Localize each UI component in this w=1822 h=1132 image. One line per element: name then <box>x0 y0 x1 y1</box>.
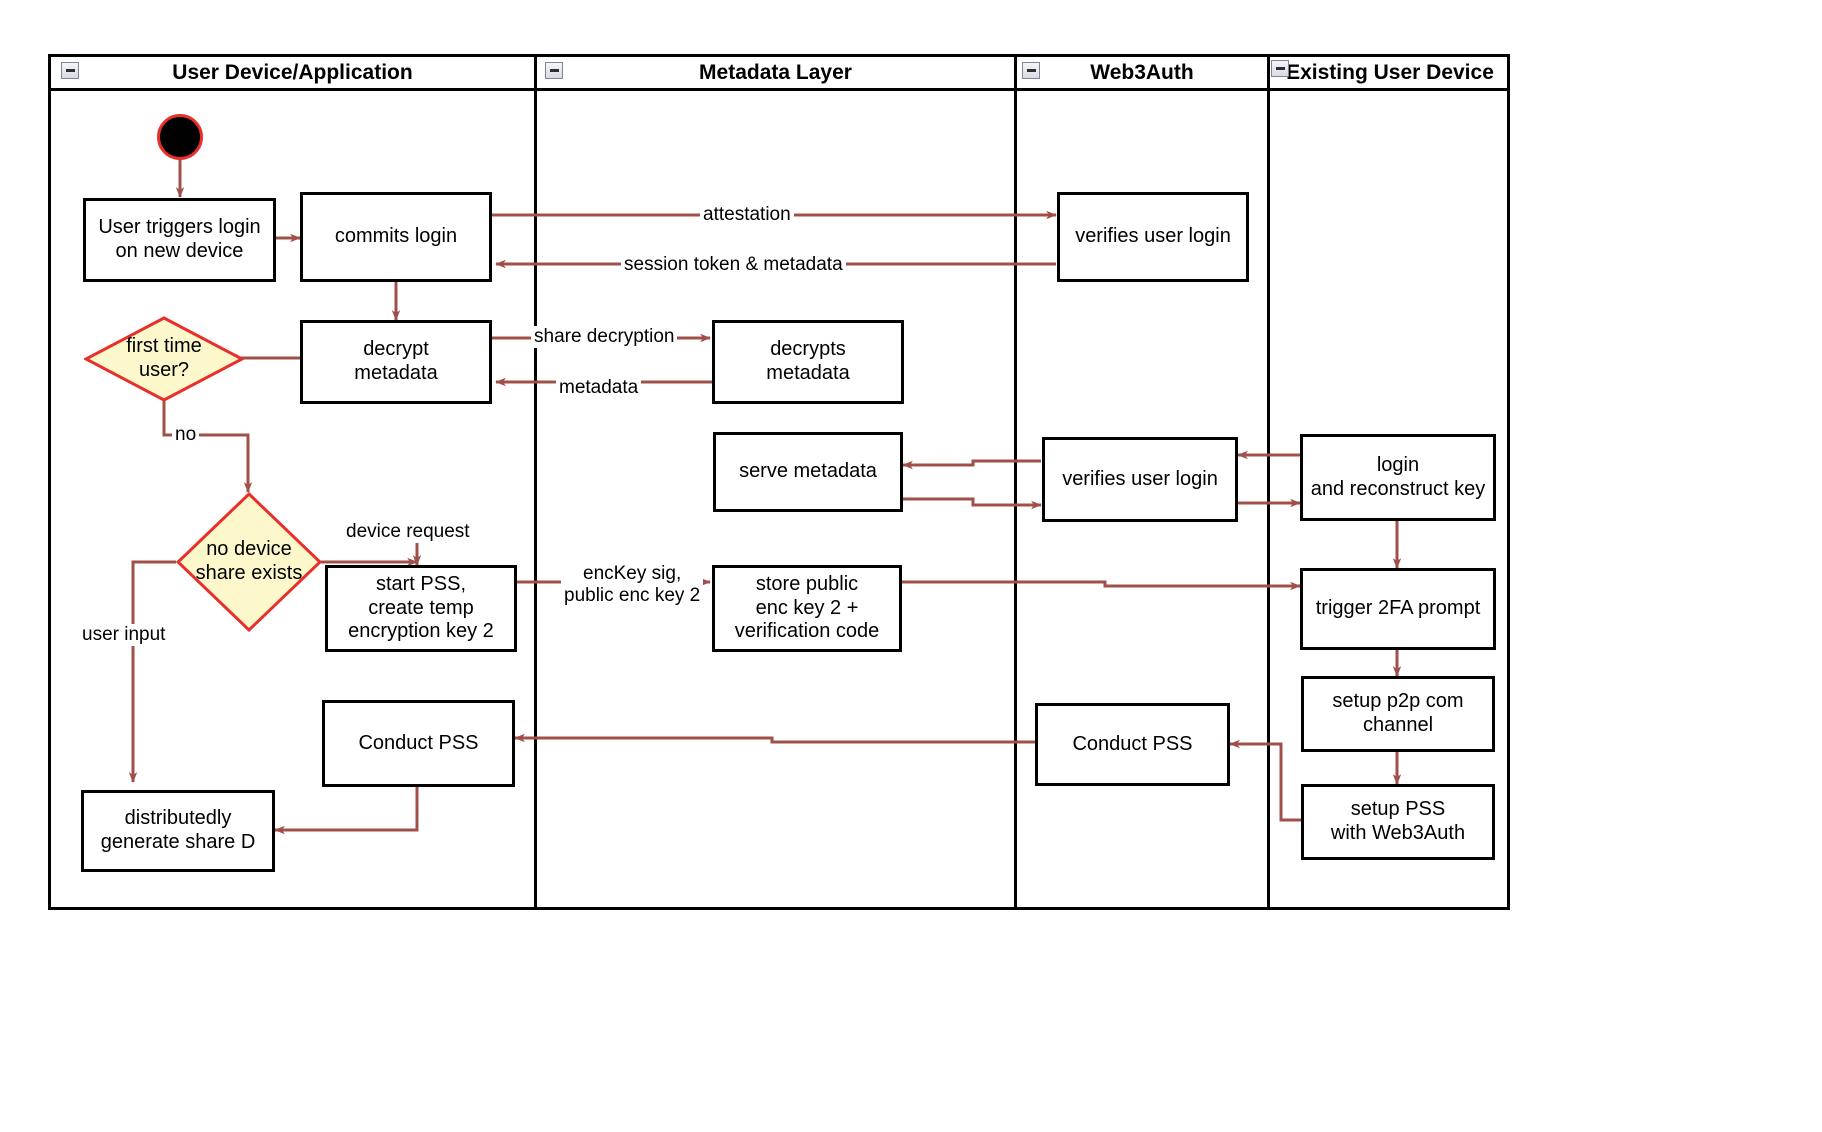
node-conduct-pss-web3auth[interactable]: Conduct PSS <box>1035 703 1230 786</box>
lane-header-user-device[interactable]: User Device/Application <box>51 57 534 88</box>
edge-label-enckey-sig-line1: encKey sig, <box>583 563 682 584</box>
lane-title-metadata-layer: Metadata Layer <box>699 60 852 84</box>
node-label: decrypts metadata <box>766 338 850 384</box>
lane-divider-3 <box>1267 54 1270 910</box>
decision-label: first time user? <box>126 335 202 381</box>
swimlane-frame <box>48 54 1510 910</box>
lane-header-existing-user-device[interactable]: Existing User Device <box>1270 57 1510 88</box>
node-store-public-enc-key-2[interactable]: store public enc key 2 + verification co… <box>712 565 902 652</box>
node-login-and-reconstruct-key[interactable]: login and reconstruct key <box>1300 434 1496 521</box>
node-trigger-2fa-prompt[interactable]: trigger 2FA prompt <box>1300 568 1496 650</box>
decision-first-time-user[interactable]: first time user? <box>84 316 244 402</box>
node-label: login and reconstruct key <box>1310 453 1486 500</box>
node-setup-p2p-com-channel[interactable]: setup p2p com channel <box>1301 676 1495 752</box>
collapse-minus-icon[interactable] <box>1271 60 1289 77</box>
collapse-minus-icon[interactable] <box>545 62 563 79</box>
node-verifies-user-login-top[interactable]: verifies user login <box>1057 192 1249 282</box>
node-start-pss-create-temp-key[interactable]: start PSS, create temp encryption key 2 <box>325 565 517 652</box>
node-distributedly-generate-share-d[interactable]: distributedly generate share D <box>81 790 275 872</box>
node-commits-login[interactable]: commits login <box>300 192 492 282</box>
lane-divider-2 <box>1014 54 1017 910</box>
node-label: User triggers login on new device <box>98 216 261 262</box>
node-setup-pss-with-web3auth[interactable]: setup PSS with Web3Auth <box>1301 784 1495 860</box>
node-label: distributedly generate share D <box>100 807 256 853</box>
lane-header-web3auth[interactable]: Web3Auth <box>1017 57 1267 88</box>
edge-label-attestation: attestation <box>700 204 794 226</box>
node-label: verifies user login <box>1075 225 1231 248</box>
node-label: commits login <box>334 225 458 248</box>
node-decrypt-metadata[interactable]: decrypt metadata <box>300 320 492 404</box>
node-label: decrypt metadata <box>354 338 438 384</box>
node-label: serve metadata <box>739 460 877 483</box>
node-conduct-pss-user[interactable]: Conduct PSS <box>322 700 515 787</box>
edge-label-enckey-sig-line2: public enc key 2 <box>564 584 701 606</box>
node-label: trigger 2FA prompt <box>1315 597 1481 620</box>
swimlane-header-rule <box>48 88 1510 91</box>
node-label: setup p2p com channel <box>1332 690 1464 736</box>
lane-title-user-device: User Device/Application <box>172 60 413 84</box>
node-user-triggers-login[interactable]: User triggers login on new device <box>83 198 276 282</box>
node-serve-metadata[interactable]: serve metadata <box>713 432 903 512</box>
edge-label-session-token-metadata: session token & metadata <box>621 254 846 276</box>
node-label: start PSS, create temp encryption key 2 <box>348 573 494 643</box>
edge-label-metadata: metadata <box>556 377 642 399</box>
decision-label: no device share exists <box>195 538 303 584</box>
edge-label-enckey-sig: encKey sig, public enc key 2 <box>561 563 704 607</box>
collapse-minus-icon[interactable] <box>61 62 79 79</box>
lane-title-existing-user-device: Existing User Device <box>1286 60 1494 84</box>
lane-header-metadata-layer[interactable]: Metadata Layer <box>537 57 1014 88</box>
node-label: store public enc key 2 + verification co… <box>734 573 880 643</box>
node-label: verifies user login <box>1062 467 1218 490</box>
node-decrypts-metadata[interactable]: decrypts metadata <box>712 320 904 404</box>
node-label: Conduct PSS <box>358 731 479 754</box>
decision-no-device-share-exists[interactable]: no device share exists <box>176 492 322 632</box>
edge-label-no: no <box>172 424 200 446</box>
edge-label-device-request: device request <box>343 521 473 543</box>
lane-title-web3auth: Web3Auth <box>1090 60 1194 84</box>
edge-label-user-input: user input <box>79 624 169 646</box>
start-node <box>157 114 203 160</box>
node-label: Conduct PSS <box>1072 732 1193 755</box>
collapse-minus-icon[interactable] <box>1022 62 1040 79</box>
lane-divider-1 <box>534 54 537 910</box>
node-verifies-user-login-mid[interactable]: verifies user login <box>1042 437 1238 522</box>
node-label: setup PSS with Web3Auth <box>1330 798 1466 844</box>
edge-label-share-decryption: share decryption <box>531 326 678 348</box>
